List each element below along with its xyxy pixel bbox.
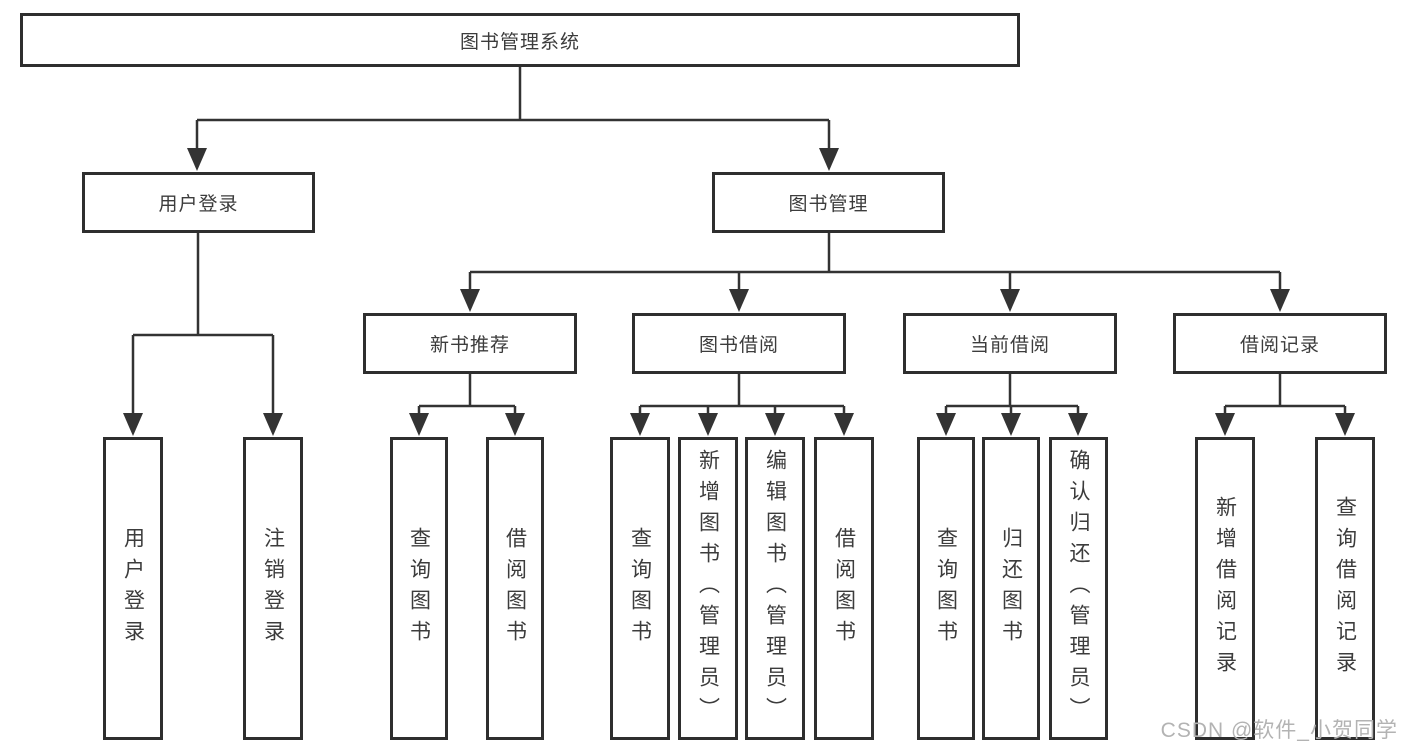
node-leaf-query-book-recommend: 查询图书 bbox=[390, 437, 448, 740]
node-label: 确认归还（管理员） bbox=[1067, 449, 1090, 728]
node-label: 借阅记录 bbox=[1239, 335, 1320, 356]
node-leaf-confirm-return-admin: 确认归还（管理员） bbox=[1049, 437, 1108, 740]
node-label: 用户登录 bbox=[121, 526, 145, 651]
node-borrow-records: 借阅记录 bbox=[1173, 313, 1387, 374]
node-user-login: 用户登录 bbox=[82, 172, 315, 233]
node-label: 查询图书 bbox=[628, 526, 652, 651]
arrowhead-icons bbox=[123, 148, 1355, 436]
node-label: 编辑图书（管理员） bbox=[763, 449, 787, 728]
node-leaf-query-book-current: 查询图书 bbox=[917, 437, 975, 740]
node-leaf-return-book: 归还图书 bbox=[982, 437, 1040, 740]
node-label: 图书管理系统 bbox=[459, 31, 580, 53]
node-label: 新增图书（管理员） bbox=[696, 449, 720, 728]
node-leaf-add-borrow-record: 新增借阅记录 bbox=[1195, 437, 1255, 740]
node-leaf-edit-book-admin: 编辑图书（管理员） bbox=[745, 437, 805, 740]
node-label: 借阅图书 bbox=[832, 526, 856, 651]
node-label: 新书推荐 bbox=[429, 335, 510, 356]
node-current-borrowing: 当前借阅 bbox=[903, 313, 1117, 374]
node-leaf-logout: 注销登录 bbox=[243, 437, 303, 740]
node-root-system: 图书管理系统 bbox=[20, 13, 1020, 67]
node-label: 新增借阅记录 bbox=[1213, 495, 1237, 682]
csdn-watermark: CSDN @软件_小贺同学 bbox=[1160, 719, 1398, 742]
node-leaf-borrow-book-borrowing: 借阅图书 bbox=[814, 437, 874, 740]
node-label: 借阅图书 bbox=[503, 526, 527, 651]
node-book-management: 图书管理 bbox=[712, 172, 945, 233]
node-label: 用户登录 bbox=[158, 194, 239, 215]
node-leaf-query-borrow-record: 查询借阅记录 bbox=[1315, 437, 1375, 740]
node-label: 图书借阅 bbox=[698, 335, 779, 356]
node-label: 注销登录 bbox=[261, 526, 285, 651]
node-label: 查询借阅记录 bbox=[1333, 495, 1357, 682]
node-leaf-add-book-admin: 新增图书（管理员） bbox=[678, 437, 738, 740]
node-label: 查询图书 bbox=[407, 526, 431, 651]
node-label: 当前借阅 bbox=[969, 335, 1050, 356]
node-label: 查询图书 bbox=[934, 526, 958, 651]
node-leaf-query-book-borrowing: 查询图书 bbox=[610, 437, 670, 740]
node-leaf-borrow-book-recommend: 借阅图书 bbox=[486, 437, 544, 740]
node-new-book-recommend: 新书推荐 bbox=[363, 313, 577, 374]
node-book-borrowing: 图书借阅 bbox=[632, 313, 846, 374]
node-label: 图书管理 bbox=[788, 194, 869, 215]
node-label: 归还图书 bbox=[999, 526, 1023, 651]
node-leaf-user-login: 用户登录 bbox=[103, 437, 163, 740]
